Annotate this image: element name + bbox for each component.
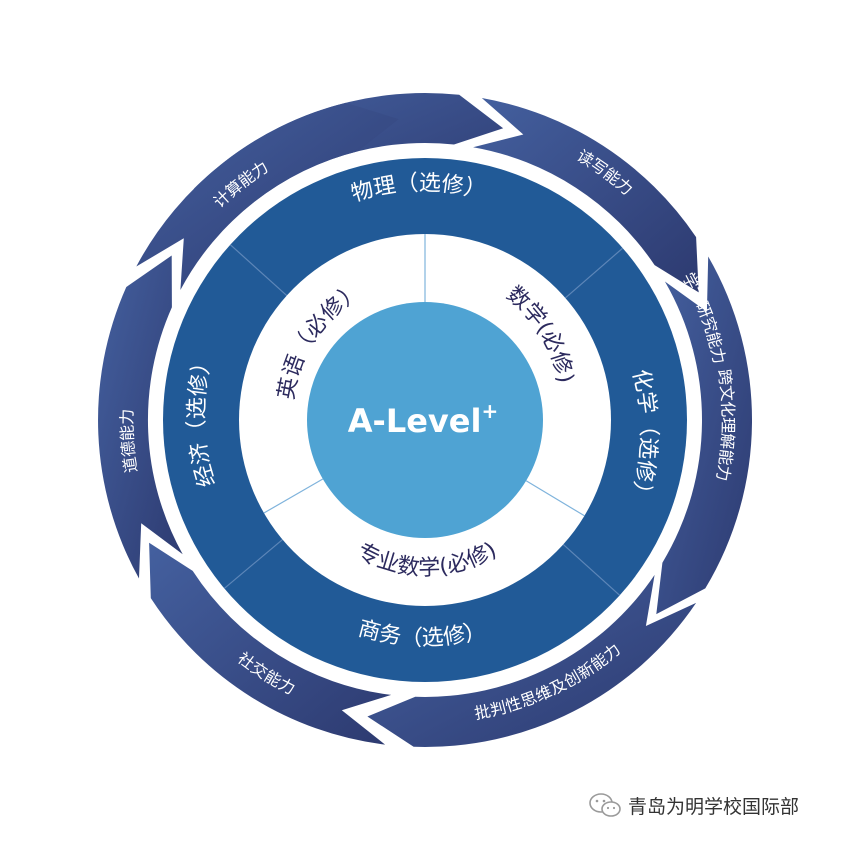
watermark: 青岛为明学校国际部 [588,790,799,820]
skill-arrow-3 [367,574,697,747]
watermark-text: 青岛为明学校国际部 [628,795,800,818]
required-dividers-line-2 [263,478,324,514]
core-label: A-Level+ [348,399,498,440]
skill-arrow-4 [149,542,392,745]
elective-dividers-line-0 [564,247,624,299]
required-dividers-line-1 [525,480,585,517]
skill-arrow-2 [656,256,753,615]
elective-dividers-line-2 [223,539,283,589]
skill-arrow-5 [98,255,183,579]
wechat-icon [589,793,621,817]
required-dividers [263,234,585,517]
skill-arrow-0 [193,93,504,225]
skill-arrow-6 [136,102,399,290]
elective-dividers-line-3 [229,244,288,296]
core-circle [307,302,543,538]
core-superscript: + [481,399,498,423]
elective-dividers-line-1 [562,544,621,596]
skill-label-5: 道德能力 [117,409,141,474]
elective-dividers [223,244,624,596]
skill-arrow-1 [473,98,699,293]
skills-ring [98,93,753,747]
